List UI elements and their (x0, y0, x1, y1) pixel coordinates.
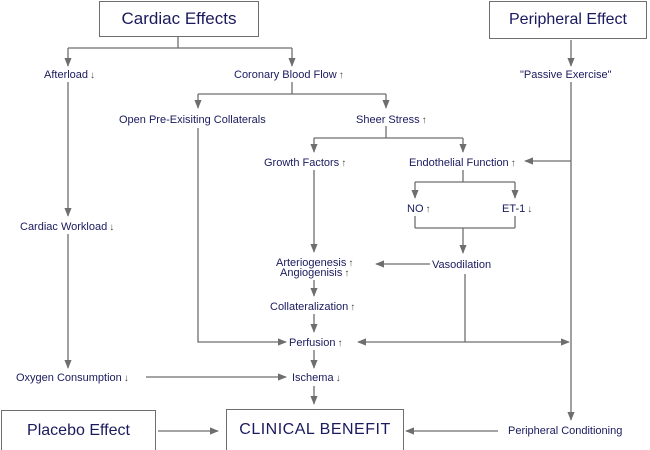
down-arrow-icon: ↓ (335, 373, 341, 384)
cardiac-effects-label: Cardiac Effects (121, 9, 237, 28)
arteriogenesis-node: Arteriogenesis↑ (276, 257, 354, 269)
vasodilation-node: Vasodilation (432, 259, 492, 271)
cardiac-effects-box: Cardiac Effects (99, 1, 259, 37)
clinical-benefit-box: CLINICAL BENEFIT (226, 409, 404, 450)
coronary-blood-flow-node: Coronary Blood Flow↑ (234, 69, 344, 81)
peripheral-conditioning-node: Peripheral Conditioning (508, 425, 623, 437)
up-arrow-icon: ↑ (337, 338, 343, 349)
peripheral-effect-label: Peripheral Effect (509, 11, 627, 28)
placebo-effect-label: Placebo Effect (27, 421, 130, 439)
up-arrow-icon: ↑ (425, 204, 431, 215)
up-arrow-icon: ↑ (348, 258, 354, 269)
et1-node: ET-1↓ (502, 203, 533, 215)
endothelial-function-node: Endothelial Function↑ (409, 157, 516, 169)
clinical-benefit-label: CLINICAL BENEFIT (239, 421, 391, 438)
peripheral-effect-box: Peripheral Effect (489, 1, 647, 39)
ischema-node: Ischema↓ (292, 372, 341, 384)
open-collaterals-node: Open Pre-Exisiting Collaterals (119, 114, 266, 126)
up-arrow-icon: ↑ (510, 158, 516, 169)
oxygen-consumption-node: Oxygen Consumption↓ (16, 372, 129, 384)
up-arrow-icon: ↑ (344, 268, 350, 279)
down-arrow-icon: ↓ (527, 204, 533, 215)
no-node: NO↑ (407, 203, 431, 215)
up-arrow-icon: ↑ (338, 70, 344, 81)
cardiac-workload-node: Cardiac Workload↓ (20, 221, 115, 233)
up-arrow-icon: ↑ (350, 302, 356, 313)
placebo-effect-box: Placebo Effect (1, 410, 156, 450)
passive-exercise-node: "Passive Exercise" (520, 69, 612, 81)
up-arrow-icon: ↑ (421, 115, 427, 126)
up-arrow-icon: ↑ (341, 158, 347, 169)
growth-factors-node: Growth Factors↑ (264, 157, 347, 169)
down-arrow-icon: ↓ (123, 373, 129, 384)
down-arrow-icon: ↓ (109, 222, 115, 233)
sheer-stress-node: Sheer Stress↑ (356, 114, 427, 126)
angiogenisis-node: Angiogenisis↑ (280, 267, 350, 279)
collateralization-node: Collateralization↑ (270, 301, 356, 313)
perfusion-node: Perfusion↑ (289, 337, 343, 349)
connector (197, 128, 287, 346)
down-arrow-icon: ↓ (90, 70, 96, 81)
afterload-node: Afterload↓ (44, 69, 96, 81)
